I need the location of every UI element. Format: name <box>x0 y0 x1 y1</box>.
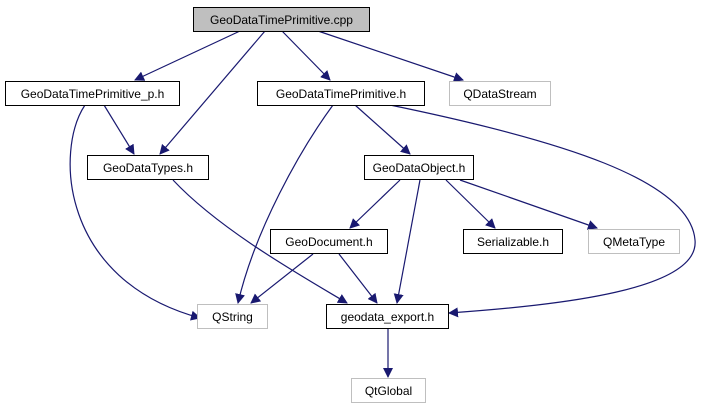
edge-cpp-h <box>281 30 331 81</box>
node-geodocument-h[interactable]: GeoDocument.h <box>270 229 388 254</box>
node-geodatatypes-h[interactable]: GeoDataTypes.h <box>87 155 209 180</box>
edge-object-serializable <box>445 179 496 229</box>
node-qtglobal[interactable]: QtGlobal <box>351 378 426 403</box>
edge-types-export <box>172 179 348 304</box>
edge-cpp-p_h <box>134 30 241 81</box>
node-qdatastream[interactable]: QDataStream <box>449 81 551 106</box>
edge-document-qstring <box>250 253 314 304</box>
edge-cpp-qdatastream <box>317 30 464 82</box>
edge-p_h-types <box>103 104 135 155</box>
edge-p_h-qstring <box>69 104 201 321</box>
node-geodatatimeprimitive-h[interactable]: GeoDataTimePrimitive.h <box>257 81 425 106</box>
edge-h-export <box>389 104 696 318</box>
edge-cpp-types <box>159 30 266 155</box>
node-serializable-h[interactable]: Serializable.h <box>463 229 563 254</box>
node-geodatatimeprimitive-p-h[interactable]: GeoDataTimePrimitive_p.h <box>5 81 180 106</box>
edge-h-object <box>354 104 411 155</box>
node-qstring[interactable]: QString <box>197 304 268 329</box>
edge-object-qmetatype <box>459 179 598 230</box>
node-qmetatype[interactable]: QMetaType <box>588 229 680 254</box>
edge-h-qstring <box>235 104 334 304</box>
node-geodataobject-h[interactable]: GeoDataObject.h <box>364 155 474 180</box>
node-geodata-export-h[interactable]: geodata_export.h <box>326 304 449 329</box>
edge-object-document <box>349 179 401 229</box>
node-geodatatimeprimitive-cpp[interactable]: GeoDataTimePrimitive.cpp <box>193 7 370 32</box>
edge-document-export <box>338 253 378 304</box>
edge-object-export <box>393 179 421 304</box>
